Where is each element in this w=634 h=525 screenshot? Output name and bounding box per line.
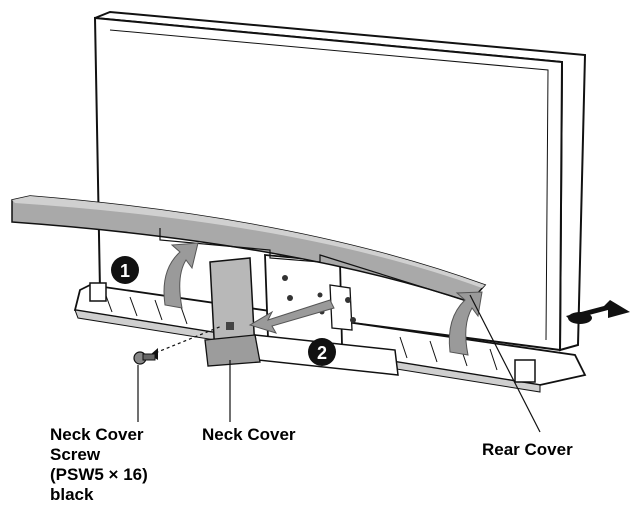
leader-rear-cover	[469, 294, 541, 433]
label-neck-cover: Neck Cover	[202, 425, 296, 444]
lift-arrow-left	[163, 242, 199, 309]
svg-text:2: 2	[317, 343, 327, 363]
label-neck-cover-screw: Neck Cover Screw (PSW5 × 16) black	[50, 425, 148, 504]
screw-icon	[133, 325, 223, 365]
step-badge-2: 2	[308, 338, 336, 366]
neck-cover-part	[204, 257, 261, 367]
lift-arrow-right	[448, 291, 483, 356]
slide-arrow	[248, 299, 335, 334]
label-rear-cover: Rear Cover	[482, 440, 573, 459]
step-badge-1: 1	[111, 256, 139, 284]
svg-text:1: 1	[120, 261, 130, 281]
insert-direction-icon	[566, 300, 630, 324]
